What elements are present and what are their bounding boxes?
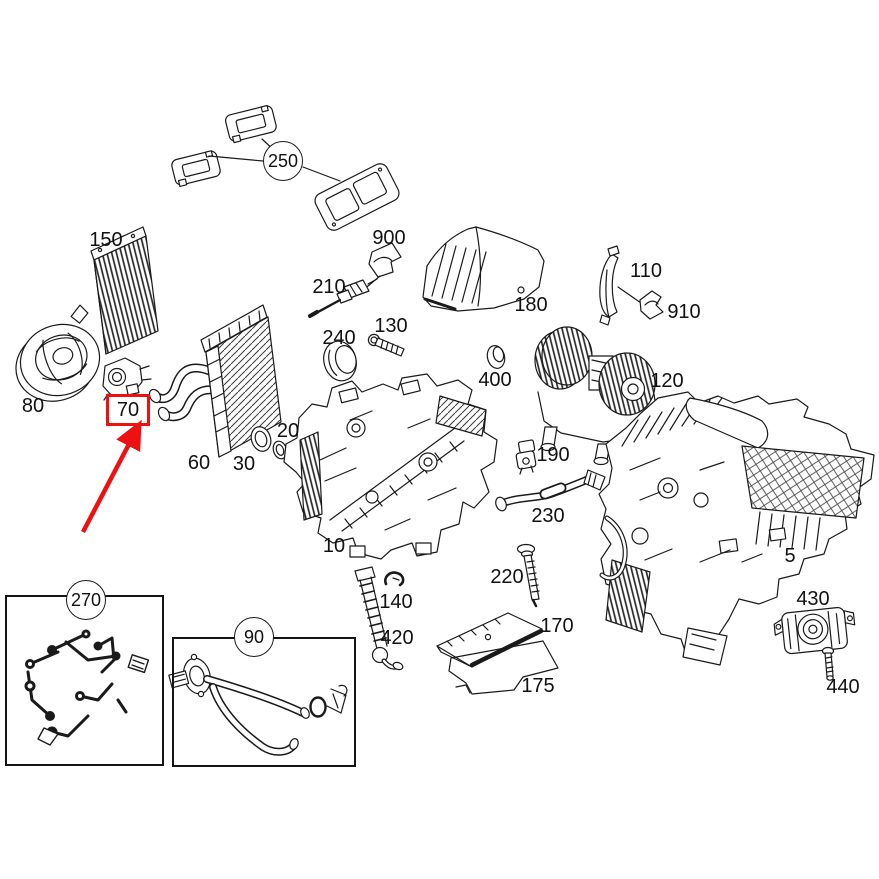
bolt-440-drawing: [821, 646, 835, 681]
gasket-frames-250-drawing: [171, 104, 400, 231]
clip-910-drawing: [639, 290, 664, 320]
leader-line-110-910: [617, 286, 642, 304]
group-box-270: [5, 595, 164, 766]
cover-plate-170-drawing: [436, 612, 544, 668]
fan-wheel-80-drawing: [15, 304, 101, 402]
group-box-90: [172, 637, 356, 767]
screw-220-drawing: [516, 543, 540, 608]
linkage-set-270-drawing: [24, 629, 150, 746]
o-ring-20-drawing: [272, 440, 288, 460]
grommet-400-drawing: [486, 345, 506, 369]
valve-190-drawing: [515, 439, 537, 475]
cabin-filter-150-drawing: [90, 226, 159, 355]
actuator-430-drawing: [773, 606, 856, 655]
leader-line-250: [208, 138, 341, 182]
hvac-unit-5-drawing: [598, 391, 875, 666]
highlight-arrow: [81, 419, 142, 534]
clip-140-drawing: [384, 571, 405, 587]
drain-hose-420-drawing: [354, 566, 404, 671]
aux-part-70-drawing: [102, 357, 152, 401]
flap-cover-110-drawing: [599, 245, 642, 326]
bolt-130-drawing: [367, 333, 405, 357]
gasket-175-drawing: [448, 640, 559, 695]
hvac-housing-10-drawing: [283, 373, 498, 560]
grommet-240-drawing: [323, 340, 357, 382]
intake-housing-180-drawing: [422, 226, 545, 312]
drain-hose-230-drawing: [495, 469, 606, 512]
evaporator-60-drawing: [148, 304, 282, 458]
o-ring-30-drawing: [250, 426, 272, 452]
temp-sensor-210-drawing: [308, 278, 378, 318]
